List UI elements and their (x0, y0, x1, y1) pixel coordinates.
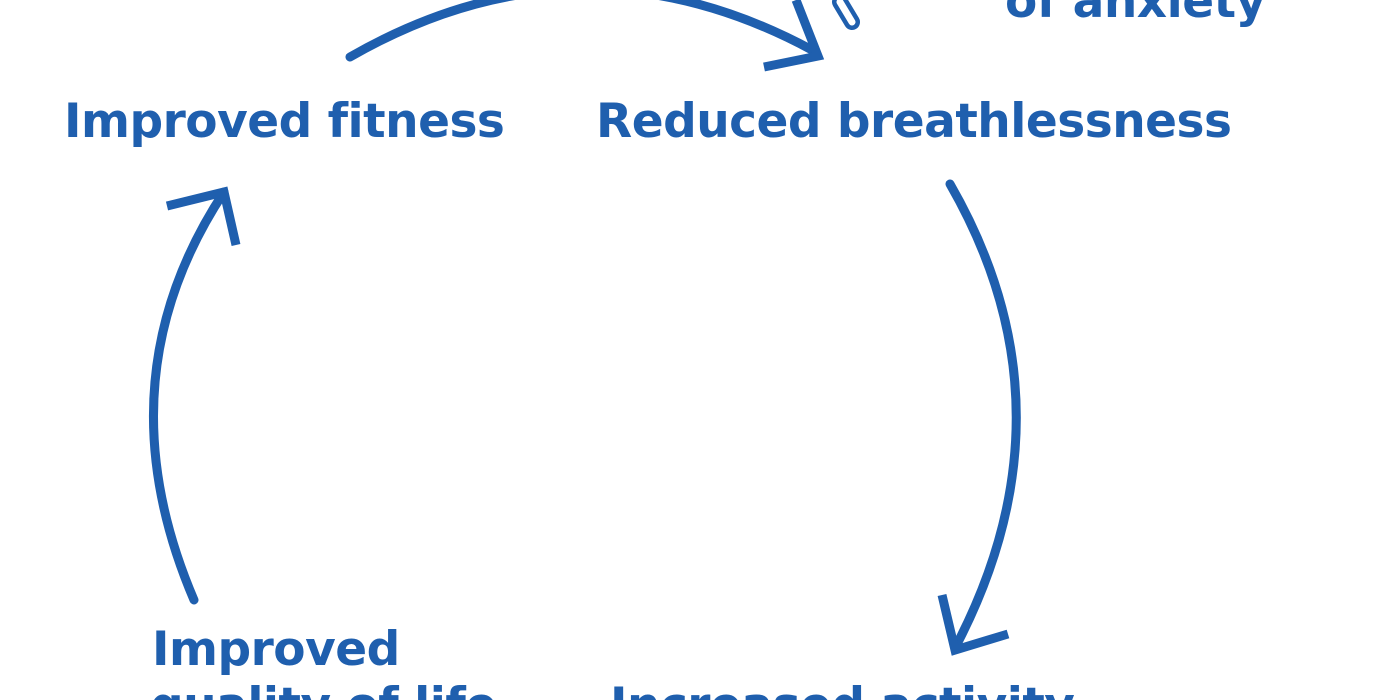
node-anxiety: of anxiety (1005, 0, 1266, 29)
node-improved-quality-line1: Improved (152, 622, 400, 677)
arrow-breathlessness-to-activity (945, 179, 1021, 653)
arrow-quality-to-fitness (149, 187, 229, 605)
arrow-fitness-to-breathlessness (345, 0, 817, 62)
node-improved-fitness: Improved fitness (64, 94, 505, 149)
arrowhead-right (937, 593, 1010, 656)
node-increased-activity: Increased activity (610, 682, 1075, 700)
arrowhead-left (165, 186, 241, 246)
arrow-to-anxiety-partial-inner (836, 0, 856, 26)
arrowhead-top (763, 0, 825, 72)
node-improved-quality-line2: quality of life (150, 682, 497, 700)
node-reduced-breathlessness: Reduced breathlessness (596, 94, 1232, 149)
